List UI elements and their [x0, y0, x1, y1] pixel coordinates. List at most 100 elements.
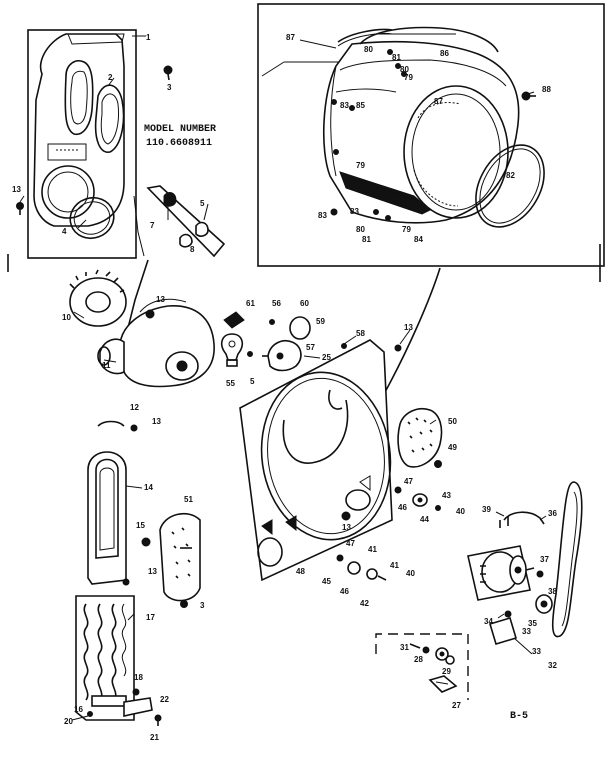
callout: 13: [342, 523, 351, 532]
callout: 51: [184, 495, 193, 504]
leader-lines: [19, 39, 547, 721]
callout: 43: [442, 491, 451, 500]
lamp-55: [220, 333, 244, 367]
callout-labels: 1 2 3 13 4 5 7 8 87 88 80 81 80 79 86 87…: [12, 33, 557, 742]
callout: 61: [246, 299, 255, 308]
callout: 37: [540, 555, 549, 564]
callout: 10: [62, 313, 71, 322]
callout: 36: [548, 509, 557, 518]
callout: 48: [296, 567, 305, 576]
front-panel: [33, 33, 125, 227]
callout: 47: [346, 539, 355, 548]
callout: 34: [484, 617, 493, 626]
pulley-35: [535, 570, 553, 614]
callout: 3: [167, 83, 172, 92]
callout: 79: [356, 161, 365, 170]
callout: 3: [200, 601, 205, 610]
callout: 2: [108, 73, 113, 82]
callout: 81: [392, 53, 401, 62]
callout: 44: [420, 515, 429, 524]
callout: 31: [400, 643, 409, 652]
callout: 80: [364, 45, 373, 54]
callout: 27: [452, 701, 461, 710]
callout: 20: [64, 717, 73, 726]
drum: [323, 26, 520, 224]
screw-13-duct: [122, 578, 130, 586]
drum-to-bulkhead-line: [383, 267, 441, 395]
callout: 87: [434, 97, 443, 106]
duct-14: [87, 451, 127, 585]
idler-hardware: [336, 460, 442, 581]
callout: 41: [368, 545, 377, 554]
callout: 5: [200, 199, 205, 208]
callout: 55: [226, 379, 235, 388]
callout: 4: [62, 227, 67, 236]
callout: 40: [456, 507, 465, 516]
callout: 21: [150, 733, 159, 742]
callout: 39: [482, 505, 491, 514]
screw-13-left: [16, 202, 24, 215]
gasket-4: [69, 196, 115, 240]
callout: 41: [390, 561, 399, 570]
motor-mount-33: [489, 610, 517, 645]
motor-36: [467, 545, 535, 601]
screw-3: [163, 65, 173, 81]
callout: 47: [404, 477, 413, 486]
door-glass-2: [94, 84, 125, 153]
callout: 18: [134, 673, 143, 682]
socket-61: [223, 311, 245, 329]
callout: 57: [306, 343, 315, 352]
screw-13-blower: [145, 309, 155, 319]
front-panel-box: [27, 29, 137, 259]
callout: 80: [400, 65, 409, 74]
screw-3-lower: [180, 600, 188, 608]
callout: 86: [440, 49, 449, 58]
callout: 25: [322, 353, 331, 362]
callout: 5: [250, 377, 255, 386]
callout: 32: [548, 661, 557, 670]
callout: 13: [148, 567, 157, 576]
blower-wheel-10: [69, 269, 127, 327]
callout: 33: [532, 647, 541, 656]
front-box-leader: [133, 195, 145, 257]
callout: 80: [356, 225, 365, 234]
callout: 49: [448, 443, 457, 452]
callout: 29: [442, 667, 451, 676]
callout: 88: [542, 85, 551, 94]
callout: 85: [356, 101, 365, 110]
rear-bulkhead: [239, 339, 393, 582]
page-code: B-5: [510, 711, 528, 722]
callout: 8: [190, 245, 195, 254]
callout: 13: [12, 185, 21, 194]
screw-15: [141, 537, 151, 547]
callout: 33: [522, 627, 531, 636]
roller-small-parts: [330, 49, 536, 221]
drum-rear-seal-82: [475, 144, 545, 228]
callout: 14: [144, 483, 153, 492]
callout: 58: [356, 329, 365, 338]
callout: 59: [316, 317, 325, 326]
callout: 81: [362, 235, 371, 244]
callout: 15: [136, 521, 145, 530]
door-switch-57: [262, 340, 302, 372]
callout: 83: [318, 211, 327, 220]
callout: 87: [286, 33, 295, 42]
blower-housing-11: [97, 298, 215, 388]
callout: 13: [404, 323, 413, 332]
belt-32: [551, 481, 583, 638]
callout: 50: [448, 417, 457, 426]
baffle-83: [339, 171, 431, 215]
callout: 16: [74, 705, 83, 714]
callout: 28: [414, 655, 423, 664]
callout: 38: [548, 587, 557, 596]
motor-bracket-39: [499, 511, 545, 528]
callout: 7: [150, 221, 155, 230]
model-number-value: 110.6608911: [146, 138, 212, 149]
callout: 1: [146, 33, 151, 42]
callout: 79: [404, 73, 413, 82]
clamp-12: [97, 420, 138, 432]
drum-assembly-box: [257, 3, 605, 267]
callout: 12: [130, 403, 139, 412]
callout: 17: [146, 613, 155, 622]
